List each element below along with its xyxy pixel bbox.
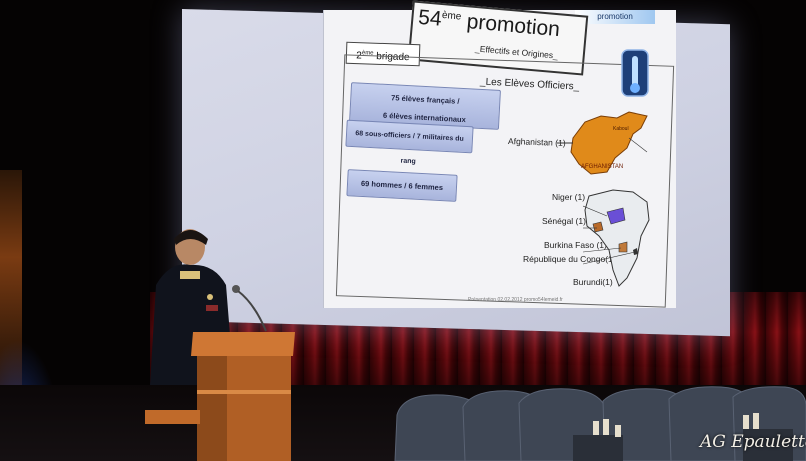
stat-line: 75 élèves français / [390, 93, 460, 106]
slide-banner: promotion [575, 10, 655, 24]
country-label: Sénégal (1) [542, 216, 586, 226]
stat-box-gender: 69 hommes / 6 femmes [346, 169, 458, 202]
slide-footer: Présentation 02.02.2012 promo54lemeid.fr [468, 297, 563, 303]
afghanistan-map: AFGHANISTAN Kaboul [570, 111, 648, 175]
microphone-icon [232, 285, 267, 332]
thermometer-logo-icon [621, 49, 649, 97]
title-sup: ème [441, 9, 462, 23]
title-number: 54 [417, 5, 443, 31]
photographer-watermark: AG Epaulette [700, 432, 806, 452]
lectern [145, 332, 295, 461]
pointer-line [557, 142, 573, 144]
country-label: Burundi(1) [573, 277, 613, 287]
country-label: République du Congo(1) [523, 254, 616, 264]
africa-map [583, 189, 650, 287]
armchairs [394, 386, 806, 461]
map-label-city: Kaboul [613, 126, 629, 132]
map-label-main: AFGHANISTAN [581, 164, 623, 170]
country-label: Niger (1) [552, 192, 586, 202]
country-label: Burkina Faso (1) [544, 240, 607, 250]
